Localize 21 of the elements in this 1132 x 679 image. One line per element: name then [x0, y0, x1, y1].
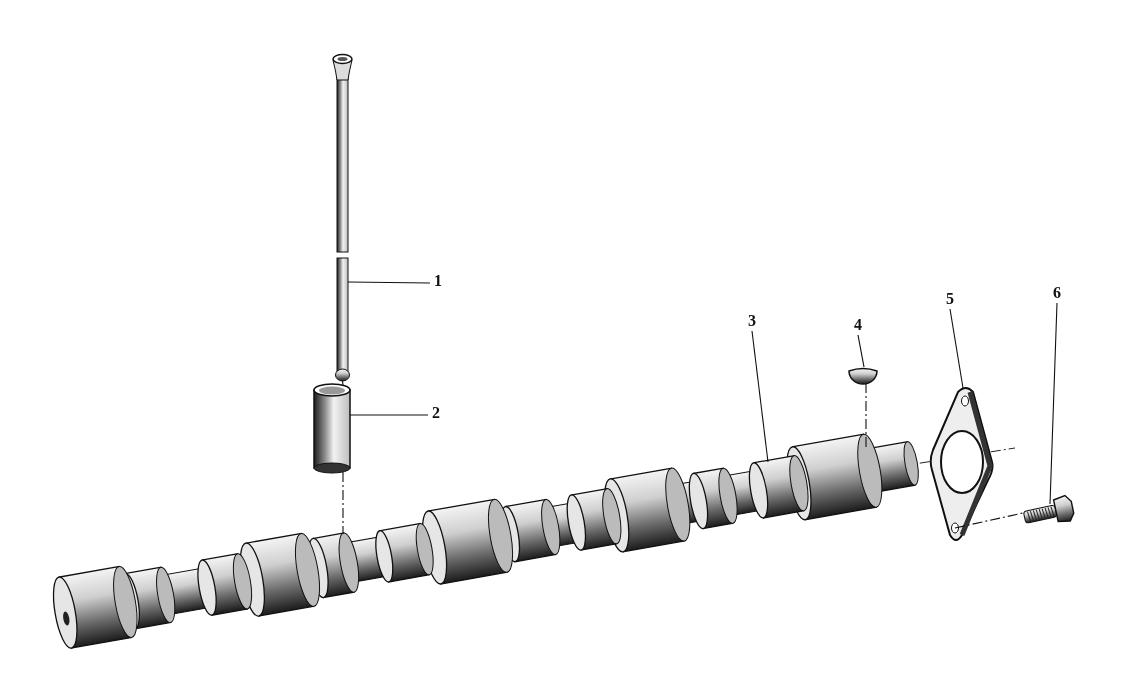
leader-line — [349, 414, 429, 416]
callout-number: 6 — [1050, 284, 1064, 304]
alignment-line — [341, 380, 344, 386]
leader-line — [751, 330, 769, 463]
camshaft-drawing — [52, 433, 919, 649]
alignment-line — [342, 471, 344, 535]
leader-line — [347, 281, 431, 284]
pushrod-drawing — [332, 53, 353, 382]
bolt-drawing — [1022, 494, 1075, 524]
tappet-drawing — [313, 383, 351, 474]
alignment-line — [954, 512, 1024, 529]
callout-number: 5 — [943, 290, 957, 310]
callout-number: 1 — [431, 272, 445, 292]
leader-line — [1049, 302, 1058, 505]
woodruff-key-drawing — [848, 367, 878, 385]
flange-plate-drawing — [929, 387, 994, 541]
callout-number: 4 — [851, 316, 865, 336]
callout-number: 3 — [745, 312, 759, 332]
leader-line — [857, 334, 865, 368]
callout-number: 2 — [429, 404, 443, 424]
leader-line — [949, 308, 964, 389]
